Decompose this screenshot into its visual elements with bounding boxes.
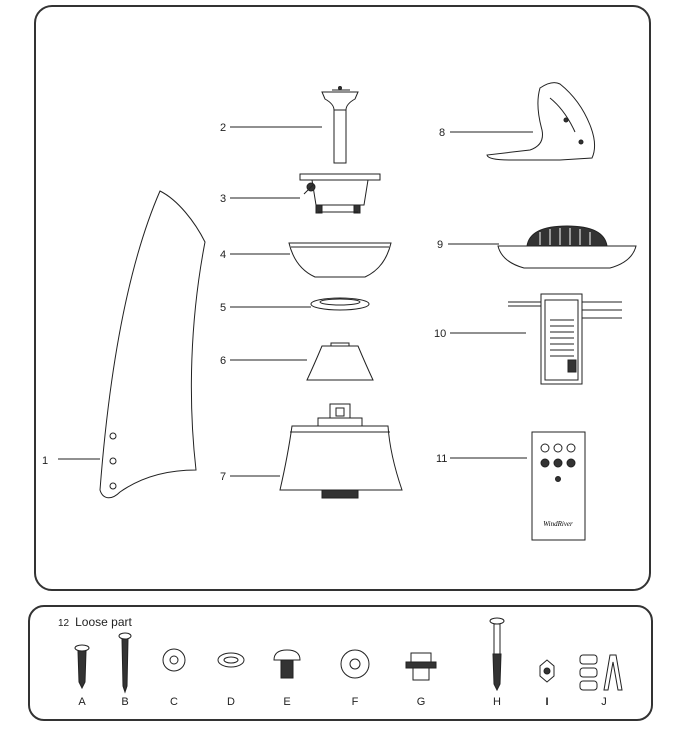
canopy [288, 242, 392, 278]
loose-part-title: 12 Loose part [58, 615, 132, 629]
receiver-module [508, 293, 622, 385]
label-part-6: 6 [220, 355, 227, 367]
part-b-screw [118, 632, 132, 694]
letter-e: E [283, 696, 291, 708]
letter-i: I [545, 696, 549, 708]
letter-b: B [121, 696, 129, 708]
letter-a: A [78, 696, 86, 708]
coupling-cover [306, 342, 374, 381]
mounting-bracket [299, 173, 381, 214]
blade-arm [486, 82, 596, 161]
part-f-washer [340, 649, 370, 679]
label-part-2: 2 [220, 122, 227, 134]
label-part-3: 3 [220, 193, 227, 205]
label-part-1: 1 [42, 455, 49, 467]
label-part-11: 11 [436, 453, 448, 465]
letter-g: G [416, 696, 426, 708]
loose-parts-panel [28, 605, 653, 721]
downrod [321, 86, 359, 164]
label-part-7: 7 [220, 471, 227, 483]
motor-housing [279, 403, 403, 499]
part-d-lock-washer [217, 652, 245, 668]
label-part-10: 10 [434, 328, 447, 340]
letter-h: H [493, 696, 501, 708]
part-j-balance-kit [579, 654, 623, 691]
remote-logo: WindRiver [543, 520, 573, 528]
letter-j: J [601, 696, 607, 708]
part-h-lag-bolt [489, 617, 505, 692]
leader-lines [58, 126, 533, 477]
fan-blade [99, 190, 206, 499]
main-parts-panel [34, 5, 651, 591]
canopy-ring [310, 297, 370, 311]
label-part-8: 8 [439, 127, 446, 139]
letter-f: F [351, 696, 359, 708]
switch-housing [497, 225, 637, 269]
loose-part-number: 12 [58, 618, 70, 629]
label-part-9: 9 [437, 239, 444, 251]
remote-control [531, 431, 586, 541]
part-g-bolt-nut [405, 652, 437, 681]
loose-part-text: Loose part [75, 615, 132, 629]
letter-d: D [227, 696, 235, 708]
label-part-5: 5 [220, 302, 227, 314]
part-i-nut [539, 659, 555, 683]
part-a-screw [74, 644, 90, 690]
label-part-4: 4 [220, 249, 227, 261]
part-c-washer [162, 648, 186, 672]
letter-c: C [170, 696, 178, 708]
part-e-bolt [273, 649, 301, 679]
